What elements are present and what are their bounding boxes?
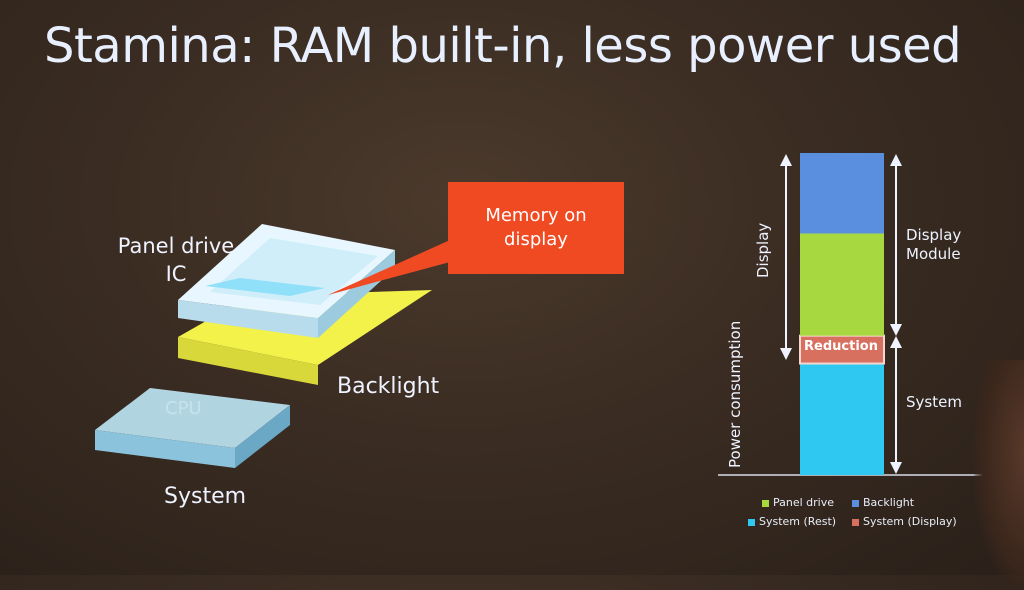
cpu-label: CPU [165,398,202,419]
legend-swatch [852,518,859,526]
system-bracket [890,336,902,474]
bar-segment-system-display [799,334,885,365]
display-module-bracket [890,154,902,336]
bar-segment-panel-drive [800,233,884,336]
legend-item-system-rest: System (Rest) [748,515,836,528]
legend-label: System (Display) [863,515,957,528]
system-label: System [164,484,247,509]
panel-slab [178,224,395,338]
callout-line-1: Memory on [485,205,587,226]
slide-title: Stamina: RAM built-in, less power used [44,18,962,74]
power-chart [718,153,988,476]
legend-item-panel-drive: Panel drive [762,496,834,509]
callout-pointer [328,240,450,295]
panel-drive-label: Panel drive IC [117,234,235,286]
legend-label: System (Rest) [759,515,837,528]
legend-swatch [748,518,755,526]
hardware-stack-diagram [95,224,450,468]
reduction-label: Reduction [804,339,878,354]
legend-swatch [852,499,859,507]
legend-label: Backlight [863,496,915,509]
y-axis-label: Power consumption [726,320,744,468]
memory-callout: Memory on display [448,182,624,274]
legend-label: Panel drive [773,496,835,509]
display-bracket [780,154,792,360]
presenter-silhouette [974,360,1024,590]
bar-segment-system-rest [800,363,884,475]
legend-item-backlight: Backlight [852,496,914,509]
bar-segment-backlight [800,153,884,234]
driver-ic-chip [205,278,325,296]
backlight-label: Backlight [337,374,440,399]
cpu-slab [95,388,290,468]
callout-line-2: display [504,229,568,250]
legend-swatch [762,499,769,507]
display-bracket-label: Display [754,222,772,278]
system-bracket-label: System [906,393,962,411]
legend-item-system-display: System (Display) [852,515,957,528]
display-module-label: Display Module [906,226,962,263]
